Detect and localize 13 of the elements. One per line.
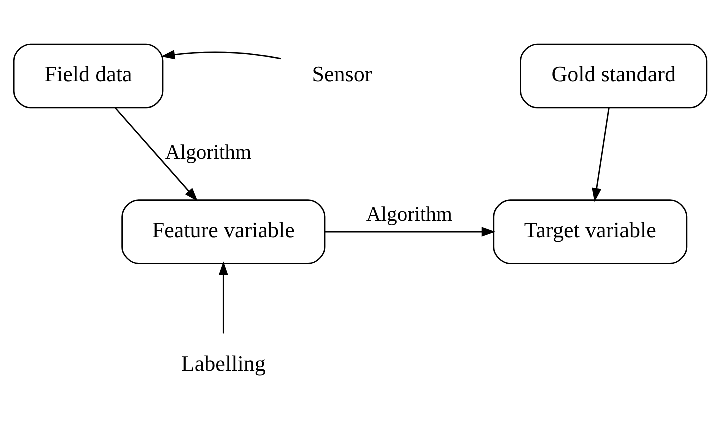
arrow xyxy=(161,50,282,60)
node-box: Gold standard xyxy=(520,44,708,109)
edge-label: Algorithm xyxy=(165,142,252,164)
node-text: Sensor xyxy=(312,61,372,86)
arrow xyxy=(218,262,228,334)
node-box: Feature variable xyxy=(122,200,326,264)
arrow xyxy=(592,108,610,202)
arrow xyxy=(115,108,198,202)
arrow xyxy=(325,227,496,237)
node-box: Field data xyxy=(13,44,164,109)
edge-label: Algorithm xyxy=(366,204,453,226)
node-text: Labelling xyxy=(181,351,266,376)
node-box: Target variable xyxy=(493,200,688,264)
